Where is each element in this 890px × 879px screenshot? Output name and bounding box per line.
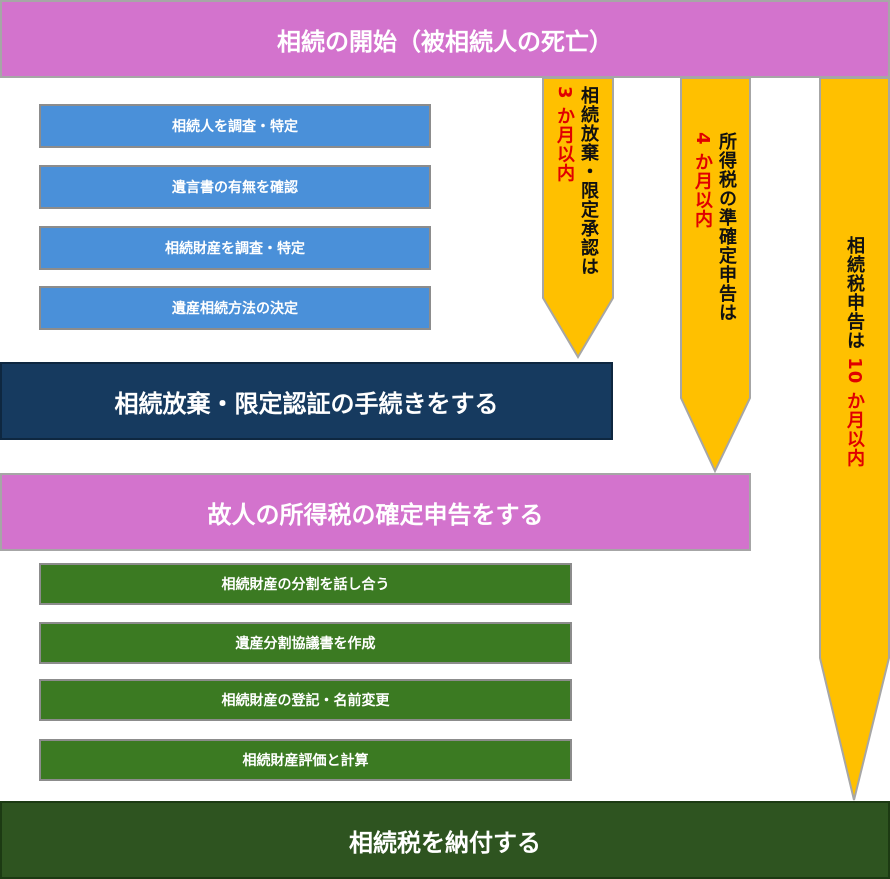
inheritance-tax-deadline-label: 相続税申告は 10 か月以内 bbox=[844, 236, 865, 468]
step-division-agreement: 遺産分割協議書を作成 bbox=[39, 622, 572, 664]
step-identify-heirs: 相続人を調査・特定 bbox=[39, 104, 431, 148]
income-tax-deadline-label: 所得税の準確定申告は 4 か月以内 bbox=[692, 132, 737, 322]
renounce-deadline-label: 相続放棄・限定承認は 3 か月以内 bbox=[554, 86, 599, 276]
pay-inheritance-tax-bar: 相続税を納付する bbox=[0, 801, 890, 879]
income-tax-deadline-period: 4 か月以内 bbox=[692, 132, 713, 229]
step-registration-change: 相続財産の登記・名前変更 bbox=[39, 679, 572, 721]
inheritance-start-banner: 相続の開始（被相続人の死亡） bbox=[0, 0, 890, 78]
inheritance-tax-deadline-period: 10 か月以内 bbox=[844, 357, 865, 468]
income-tax-return-bar: 故人の所得税の確定申告をする bbox=[0, 473, 751, 551]
renounce-procedure-bar: 相続放棄・限定認証の手続きをする bbox=[0, 362, 613, 440]
renounce-deadline-period: 3 か月以内 bbox=[554, 86, 575, 183]
step-decide-method: 遺産相続方法の決定 bbox=[39, 286, 431, 330]
step-asset-valuation: 相続財産評価と計算 bbox=[39, 739, 572, 781]
inheritance-start-title: 相続の開始（被相続人の死亡） bbox=[277, 27, 613, 56]
step-check-will: 遺言書の有無を確認 bbox=[39, 165, 431, 209]
step-discuss-division: 相続財産の分割を話し合う bbox=[39, 563, 572, 605]
step-identify-assets: 相続財産を調査・特定 bbox=[39, 226, 431, 270]
